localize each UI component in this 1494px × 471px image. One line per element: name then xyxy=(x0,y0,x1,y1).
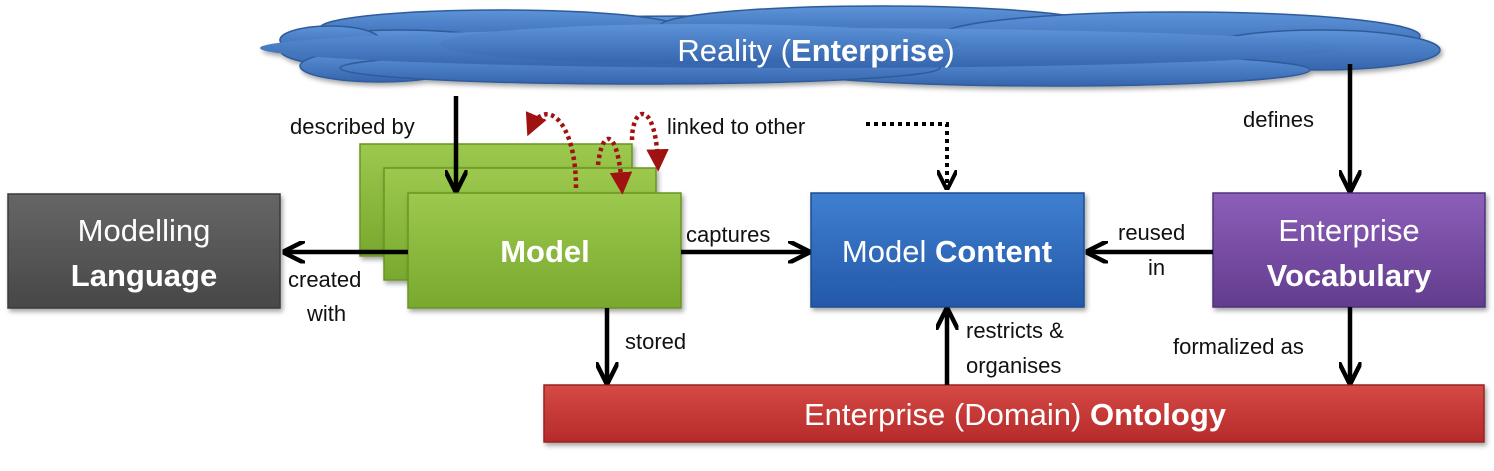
label-restricts: restricts & xyxy=(966,318,1064,343)
model-content-box xyxy=(810,192,1085,308)
reality-label: Reality (Enterprise) xyxy=(677,33,954,68)
modelling-language-box xyxy=(7,193,281,309)
label-described-by: described by xyxy=(290,114,415,139)
label-captures: captures xyxy=(686,222,770,247)
reality-cloud xyxy=(260,5,1441,87)
ontology-label: Enterprise (Domain) Ontology xyxy=(804,397,1227,432)
modelling-language-line2: Language xyxy=(71,258,217,293)
label-defines: defines xyxy=(1243,107,1314,132)
red-link-arrow-2 xyxy=(595,136,633,195)
label-in: in xyxy=(1148,255,1165,280)
model-content-label: Model Content xyxy=(842,234,1052,269)
red-link-arrow-1 xyxy=(525,111,579,189)
label-formalized-as: formalized as xyxy=(1173,334,1304,359)
label-linked-to-other: linked to other xyxy=(667,114,805,139)
enterprise-vocabulary-line2: Vocabulary xyxy=(1267,258,1433,293)
ontology-box xyxy=(543,384,1485,443)
label-created: created xyxy=(288,267,361,292)
arrow-linked-to-other xyxy=(866,122,947,186)
label-organises: organises xyxy=(966,353,1061,378)
red-link-arrow-3 xyxy=(629,111,669,172)
model-label: Model xyxy=(500,234,590,269)
label-with: with xyxy=(306,301,346,326)
modelling-language-line1: Modelling xyxy=(78,213,211,248)
label-reused: reused xyxy=(1118,220,1185,245)
label-stored: stored xyxy=(625,329,686,354)
model-box-front xyxy=(407,192,682,309)
enterprise-vocabulary-box xyxy=(1212,192,1486,308)
enterprise-vocabulary-line1: Enterprise xyxy=(1278,213,1419,248)
